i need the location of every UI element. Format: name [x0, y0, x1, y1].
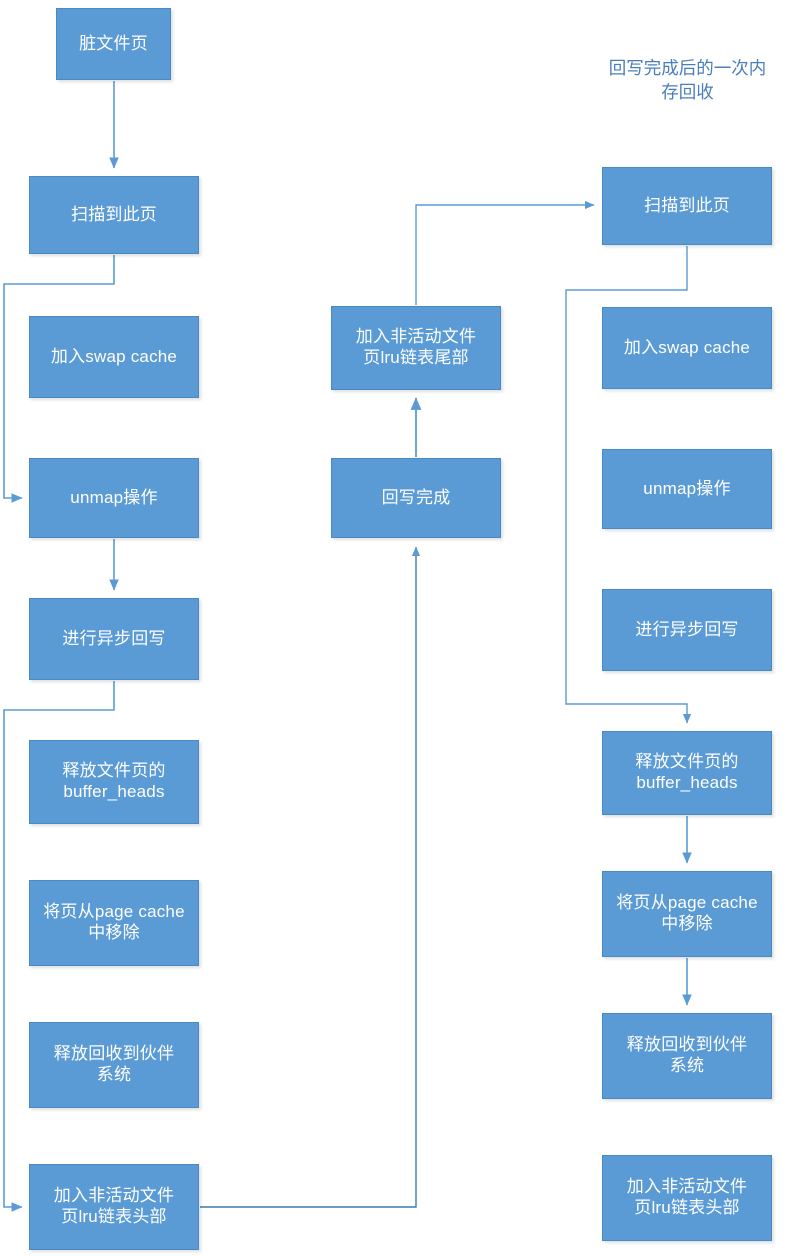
node-unmap-left[interactable]: unmap操作: [29, 458, 199, 538]
node-free-buffer-heads-left[interactable]: 释放文件页的 buffer_heads: [29, 740, 199, 824]
node-free-to-buddy-right[interactable]: 释放回收到伙伴 系统: [602, 1013, 772, 1099]
node-add-lru-head-left[interactable]: 加入非活动文件 页lru链表头部: [29, 1164, 199, 1250]
node-free-to-buddy-left[interactable]: 释放回收到伙伴 系统: [29, 1022, 199, 1108]
node-async-writeback-right[interactable]: 进行异步回写: [602, 589, 772, 671]
node-scan-page-right[interactable]: 扫描到此页: [602, 167, 772, 245]
node-add-swap-cache-right[interactable]: 加入swap cache: [602, 307, 772, 389]
node-add-lru-tail-mid[interactable]: 加入非活动文件 页lru链表尾部: [331, 306, 501, 390]
node-scan-page-left[interactable]: 扫描到此页: [29, 176, 199, 254]
node-add-swap-cache-left[interactable]: 加入swap cache: [29, 316, 199, 398]
connector-lru-tail-to-scan-right: [415, 200, 595, 305]
connector-lru-head-to-writeback-done: [200, 546, 421, 1208]
node-add-lru-head-right[interactable]: 加入非活动文件 页lru链表头部: [602, 1155, 772, 1241]
node-remove-page-cache-right[interactable]: 将页从page cache 中移除: [602, 871, 772, 957]
node-writeback-done-mid[interactable]: 回写完成: [331, 458, 501, 538]
node-async-writeback-left[interactable]: 进行异步回写: [29, 598, 199, 680]
right-column-caption: 回写完成后的一次内 存回收: [608, 58, 767, 102]
node-free-buffer-heads-right[interactable]: 释放文件页的 buffer_heads: [602, 731, 772, 815]
node-unmap-right[interactable]: unmap操作: [602, 449, 772, 529]
node-dirty-file-page[interactable]: 脏文件页: [56, 8, 171, 80]
node-remove-page-cache-left[interactable]: 将页从page cache 中移除: [29, 880, 199, 966]
